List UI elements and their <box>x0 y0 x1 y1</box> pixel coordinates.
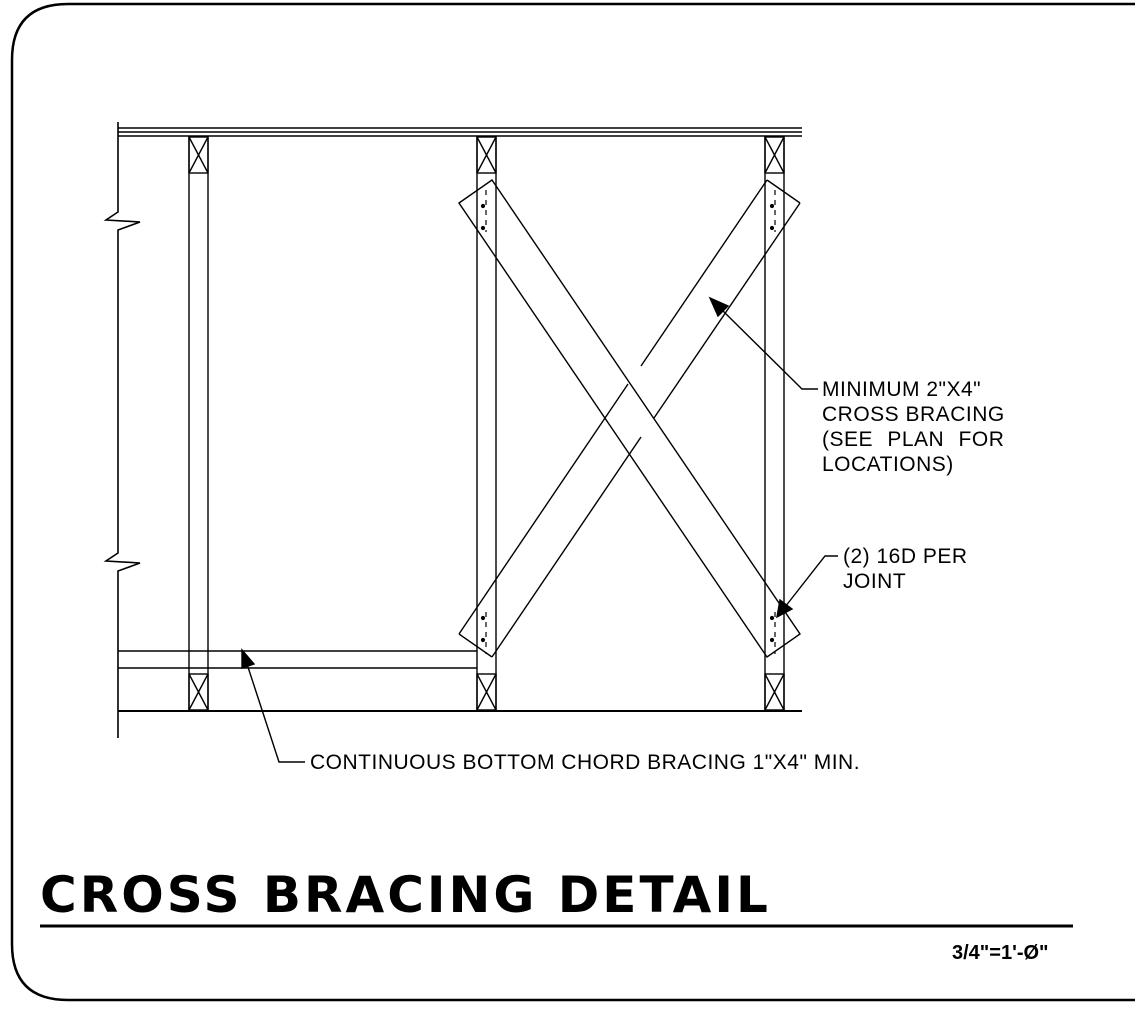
leader-nailing <box>776 555 838 619</box>
left-wall-break-line <box>103 122 141 738</box>
nailing-note-line-1: (2) 16d PER <box>843 545 968 568</box>
cross-brace-a <box>458 179 801 658</box>
nail-marks <box>480 190 776 654</box>
bottom-chord-note: CONTINUOUS BOTTOM CHORD BRACING 1"x4" MI… <box>310 751 861 774</box>
cross-bracing-note: MINIMUM 2"x4" CROSS BRACING (SEE PLAN FO… <box>822 377 1005 477</box>
cross-bracing-note-line-3: (SEE PLAN FOR <box>822 428 1005 451</box>
top-plate <box>118 127 802 137</box>
nailing-note-line-2: JOINT <box>843 570 907 593</box>
bottom-chord-bracing <box>118 650 477 669</box>
detail-title: CROSS BRACING DETAIL <box>40 866 771 924</box>
cross-brace-b <box>458 179 801 658</box>
cross-bracing-note-line-2: CROSS BRACING <box>822 403 1005 426</box>
cross-bracing-note-line-4: LOCATIONS) <box>822 453 954 476</box>
scale-label: 3/4"=1'-Ø" <box>952 942 1049 964</box>
left-truss-member <box>188 136 209 711</box>
leader-cross-bracing <box>708 296 818 390</box>
sheet-border <box>10 2 1135 1002</box>
leader-bottom-chord <box>241 648 305 763</box>
cross-bracing-note-line-1: MINIMUM 2"x4" <box>822 378 982 401</box>
nailing-note: (2) 16d PER JOINT <box>843 544 968 594</box>
middle-truss-member <box>476 136 497 711</box>
right-truss-member <box>764 136 785 711</box>
